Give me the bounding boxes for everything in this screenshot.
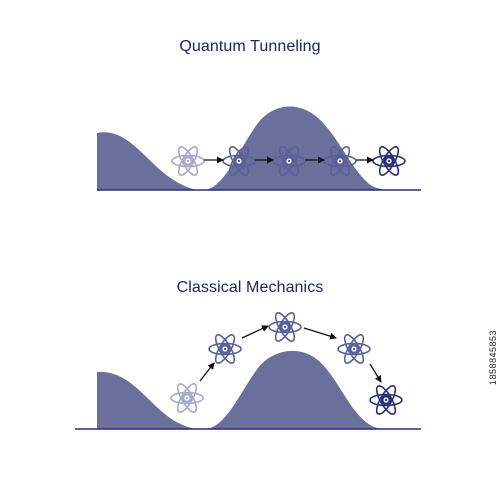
quantum-left-barrier — [97, 132, 204, 191]
classical-left-barrier — [97, 371, 205, 430]
atom-icon — [268, 312, 302, 342]
arrow-right-icon — [303, 327, 337, 340]
arrow-right-icon — [241, 325, 269, 339]
classical-mechanics-title: Classical Mechanics — [176, 279, 324, 296]
atom-icon — [369, 385, 403, 415]
classical-main-barrier — [205, 350, 390, 429]
atom-icon — [337, 334, 371, 364]
atom-icon — [208, 334, 242, 364]
arrow-right-icon — [369, 363, 382, 383]
atom-icon — [170, 383, 204, 413]
atom-icon — [171, 146, 205, 176]
quantum-panel — [97, 106, 421, 191]
quantum-main-barrier — [204, 106, 390, 190]
quantum-tunneling-title: Quantum Tunneling — [179, 38, 321, 55]
arrow-right-icon — [199, 362, 215, 382]
classical-panel — [75, 312, 421, 430]
atom-icon — [372, 146, 406, 176]
